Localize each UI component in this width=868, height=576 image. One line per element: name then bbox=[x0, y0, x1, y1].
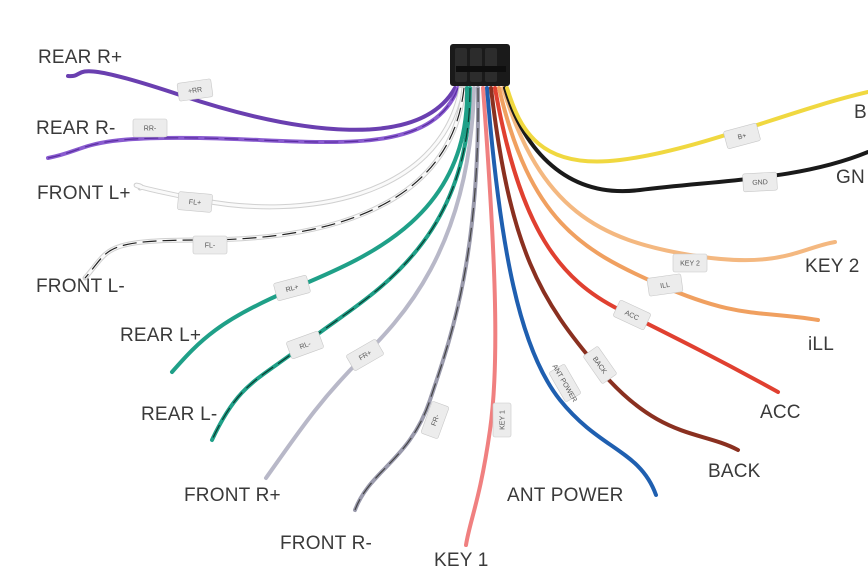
wire-front-l-minus bbox=[82, 85, 467, 281]
wire-tag-text-front-l-plus: FL+ bbox=[188, 199, 201, 207]
label-key2: KEY 2 bbox=[805, 256, 860, 277]
wire-tag-text-rear-l-minus: RL- bbox=[299, 340, 313, 351]
label-key1: KEY 1 bbox=[434, 550, 489, 571]
wire-front-l-plus bbox=[133, 85, 464, 210]
wire-b-plus bbox=[505, 86, 868, 164]
wire-tag-text-rear-l-plus: RL+ bbox=[285, 284, 299, 294]
wire-front-l-plus-core bbox=[134, 87, 463, 209]
wire-tag-text-gnd: GND bbox=[752, 179, 768, 187]
wire-tag-front-l-plus: FL+ bbox=[177, 191, 213, 213]
label-rear-r-minus: REAR R- bbox=[36, 118, 116, 139]
wire-tag-text-front-r-minus: FR- bbox=[431, 413, 442, 427]
wire-tag-ant-power: ANT POWER bbox=[549, 363, 581, 404]
label-ant-power: ANT POWER bbox=[507, 485, 624, 506]
wire-acc bbox=[493, 86, 780, 394]
wire-tag-front-r-minus: FR- bbox=[420, 401, 450, 439]
label-back: BACK bbox=[708, 461, 761, 482]
wire-front-l-minus-stripe bbox=[84, 87, 465, 279]
label-gnd: GN bbox=[836, 167, 865, 188]
wire-key2 bbox=[501, 86, 837, 263]
label-front-r-plus: FRONT R+ bbox=[184, 485, 281, 506]
wire-tag-front-l-minus: FL- bbox=[192, 235, 228, 255]
label-rear-r-plus: REAR R+ bbox=[38, 47, 123, 68]
wire-tag-rear-r-minus: RR- bbox=[132, 118, 168, 138]
label-acc: ACC bbox=[760, 402, 801, 423]
wire-front-l-minus-core bbox=[83, 87, 466, 279]
wire-tag-rear-l-minus: RL- bbox=[286, 330, 324, 360]
wire-front-r-minus-stripe bbox=[354, 87, 479, 511]
wire-tag-rear-r-plus: +RR bbox=[176, 78, 214, 102]
wire-tag-text-key2: KEY 2 bbox=[680, 261, 700, 268]
wire-tag-key2: KEY 2 bbox=[672, 253, 708, 273]
wire-key1 bbox=[464, 86, 498, 547]
wire-tag-front-r-plus: FR+ bbox=[346, 339, 384, 371]
wire-tag-rear-l-plus: RL+ bbox=[273, 275, 311, 301]
wire-tag-key1: KEY 1 bbox=[492, 402, 512, 438]
wire-rear-r-minus bbox=[46, 86, 460, 160]
label-front-l-plus: FRONT L+ bbox=[37, 183, 131, 204]
wire-tag-acc: ACC bbox=[613, 300, 651, 330]
wire-tag-gnd: GND bbox=[742, 171, 778, 193]
wire-tag-text-rear-r-plus: +RR bbox=[188, 87, 203, 96]
wire-tag-text-rear-r-minus: RR- bbox=[144, 126, 157, 133]
wire-tag-b-plus: B+ bbox=[723, 123, 761, 149]
label-rear-l-minus: REAR L- bbox=[141, 404, 218, 425]
wire-gnd bbox=[503, 86, 868, 194]
wire-tag-text-b-plus: B+ bbox=[737, 132, 747, 141]
connector-plug bbox=[450, 44, 510, 86]
wire-tag-text-ill: ILL bbox=[660, 282, 671, 290]
label-ill: iLL bbox=[808, 334, 834, 355]
wire-tag-back: BACK bbox=[583, 346, 617, 384]
label-b-plus: B bbox=[854, 102, 867, 123]
label-front-r-minus: FRONT R- bbox=[280, 533, 373, 554]
wire-rear-l-plus bbox=[170, 86, 470, 374]
wire-tag-text-front-l-minus: FL- bbox=[205, 243, 216, 250]
wire-rear-r-plus bbox=[66, 69, 457, 132]
wire-tag-text-key1: KEY 1 bbox=[500, 410, 507, 430]
label-rear-l-plus: REAR L+ bbox=[120, 325, 202, 346]
wire-ant-power bbox=[485, 86, 658, 497]
label-front-l-minus: FRONT L- bbox=[36, 276, 125, 297]
wire-rear-l-minus-stripe bbox=[211, 87, 471, 441]
wire-ill bbox=[497, 86, 820, 322]
wire-tag-ill: ILL bbox=[646, 273, 684, 297]
